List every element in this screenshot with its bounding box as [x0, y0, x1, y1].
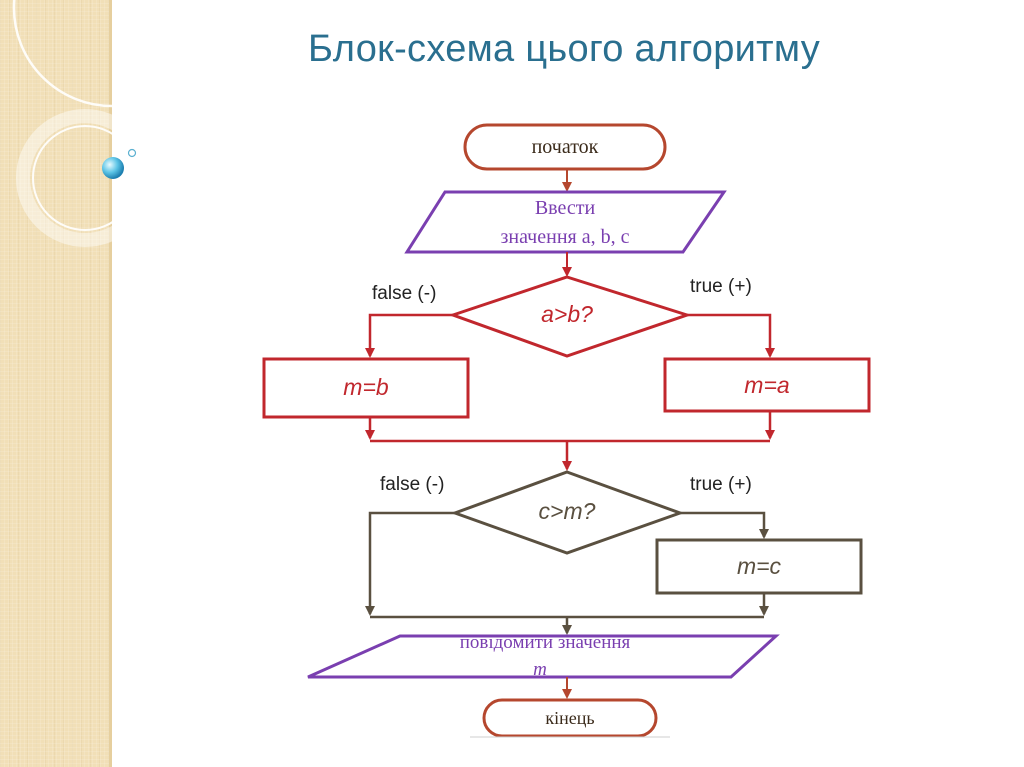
process-m-equals-a	[663, 357, 871, 413]
process-m-equals-c	[655, 538, 863, 595]
start-label: початок	[531, 136, 599, 158]
output-parallelogram	[307, 634, 780, 679]
arrow-decision2-false	[365, 511, 455, 616]
arrow-decision1-true	[687, 313, 775, 358]
decision2-false-label: false (-)	[380, 474, 445, 495]
assign-m-c-label: m=c	[736, 553, 782, 579]
deco-ring-inner	[32, 125, 138, 231]
input-label-line1: Ввести	[534, 197, 596, 219]
slide-title: Блок-схема цього алгоритму	[308, 28, 821, 70]
end-label: кінець	[545, 708, 595, 728]
decorative-circles	[12, 0, 180, 247]
decision1-false-label: false (-)	[372, 283, 437, 304]
output-label-line2: m	[533, 659, 547, 680]
input-parallelogram	[404, 190, 727, 254]
side-panel-edge	[109, 0, 112, 767]
deco-small-bead	[127, 148, 137, 158]
assign-m-a-label: m=a	[744, 372, 790, 398]
side-decoration-panel	[0, 0, 112, 767]
decision2-diamond	[450, 470, 685, 555]
assign-m-b-label: m=b	[343, 374, 389, 400]
deco-ring-large	[12, 0, 180, 108]
decision2-label: c>m?	[538, 498, 596, 524]
output-label-line1: повідомити значення	[459, 632, 631, 653]
end-terminator	[482, 698, 658, 738]
decision1-label: a>b?	[541, 301, 593, 327]
decision2-true-label: true (+)	[690, 474, 752, 495]
input-label-line2: значення a, b, c	[500, 226, 630, 248]
decision1-true-label: true (+)	[690, 276, 752, 297]
start-terminator	[463, 123, 667, 171]
process-m-equals-b	[262, 357, 470, 419]
deco-ring-thick	[16, 109, 154, 247]
deco-blue-bead	[102, 157, 124, 179]
arrow-decision2-true	[680, 511, 769, 539]
arrow-decision1-false	[365, 313, 453, 358]
decision1-diamond	[448, 275, 692, 358]
